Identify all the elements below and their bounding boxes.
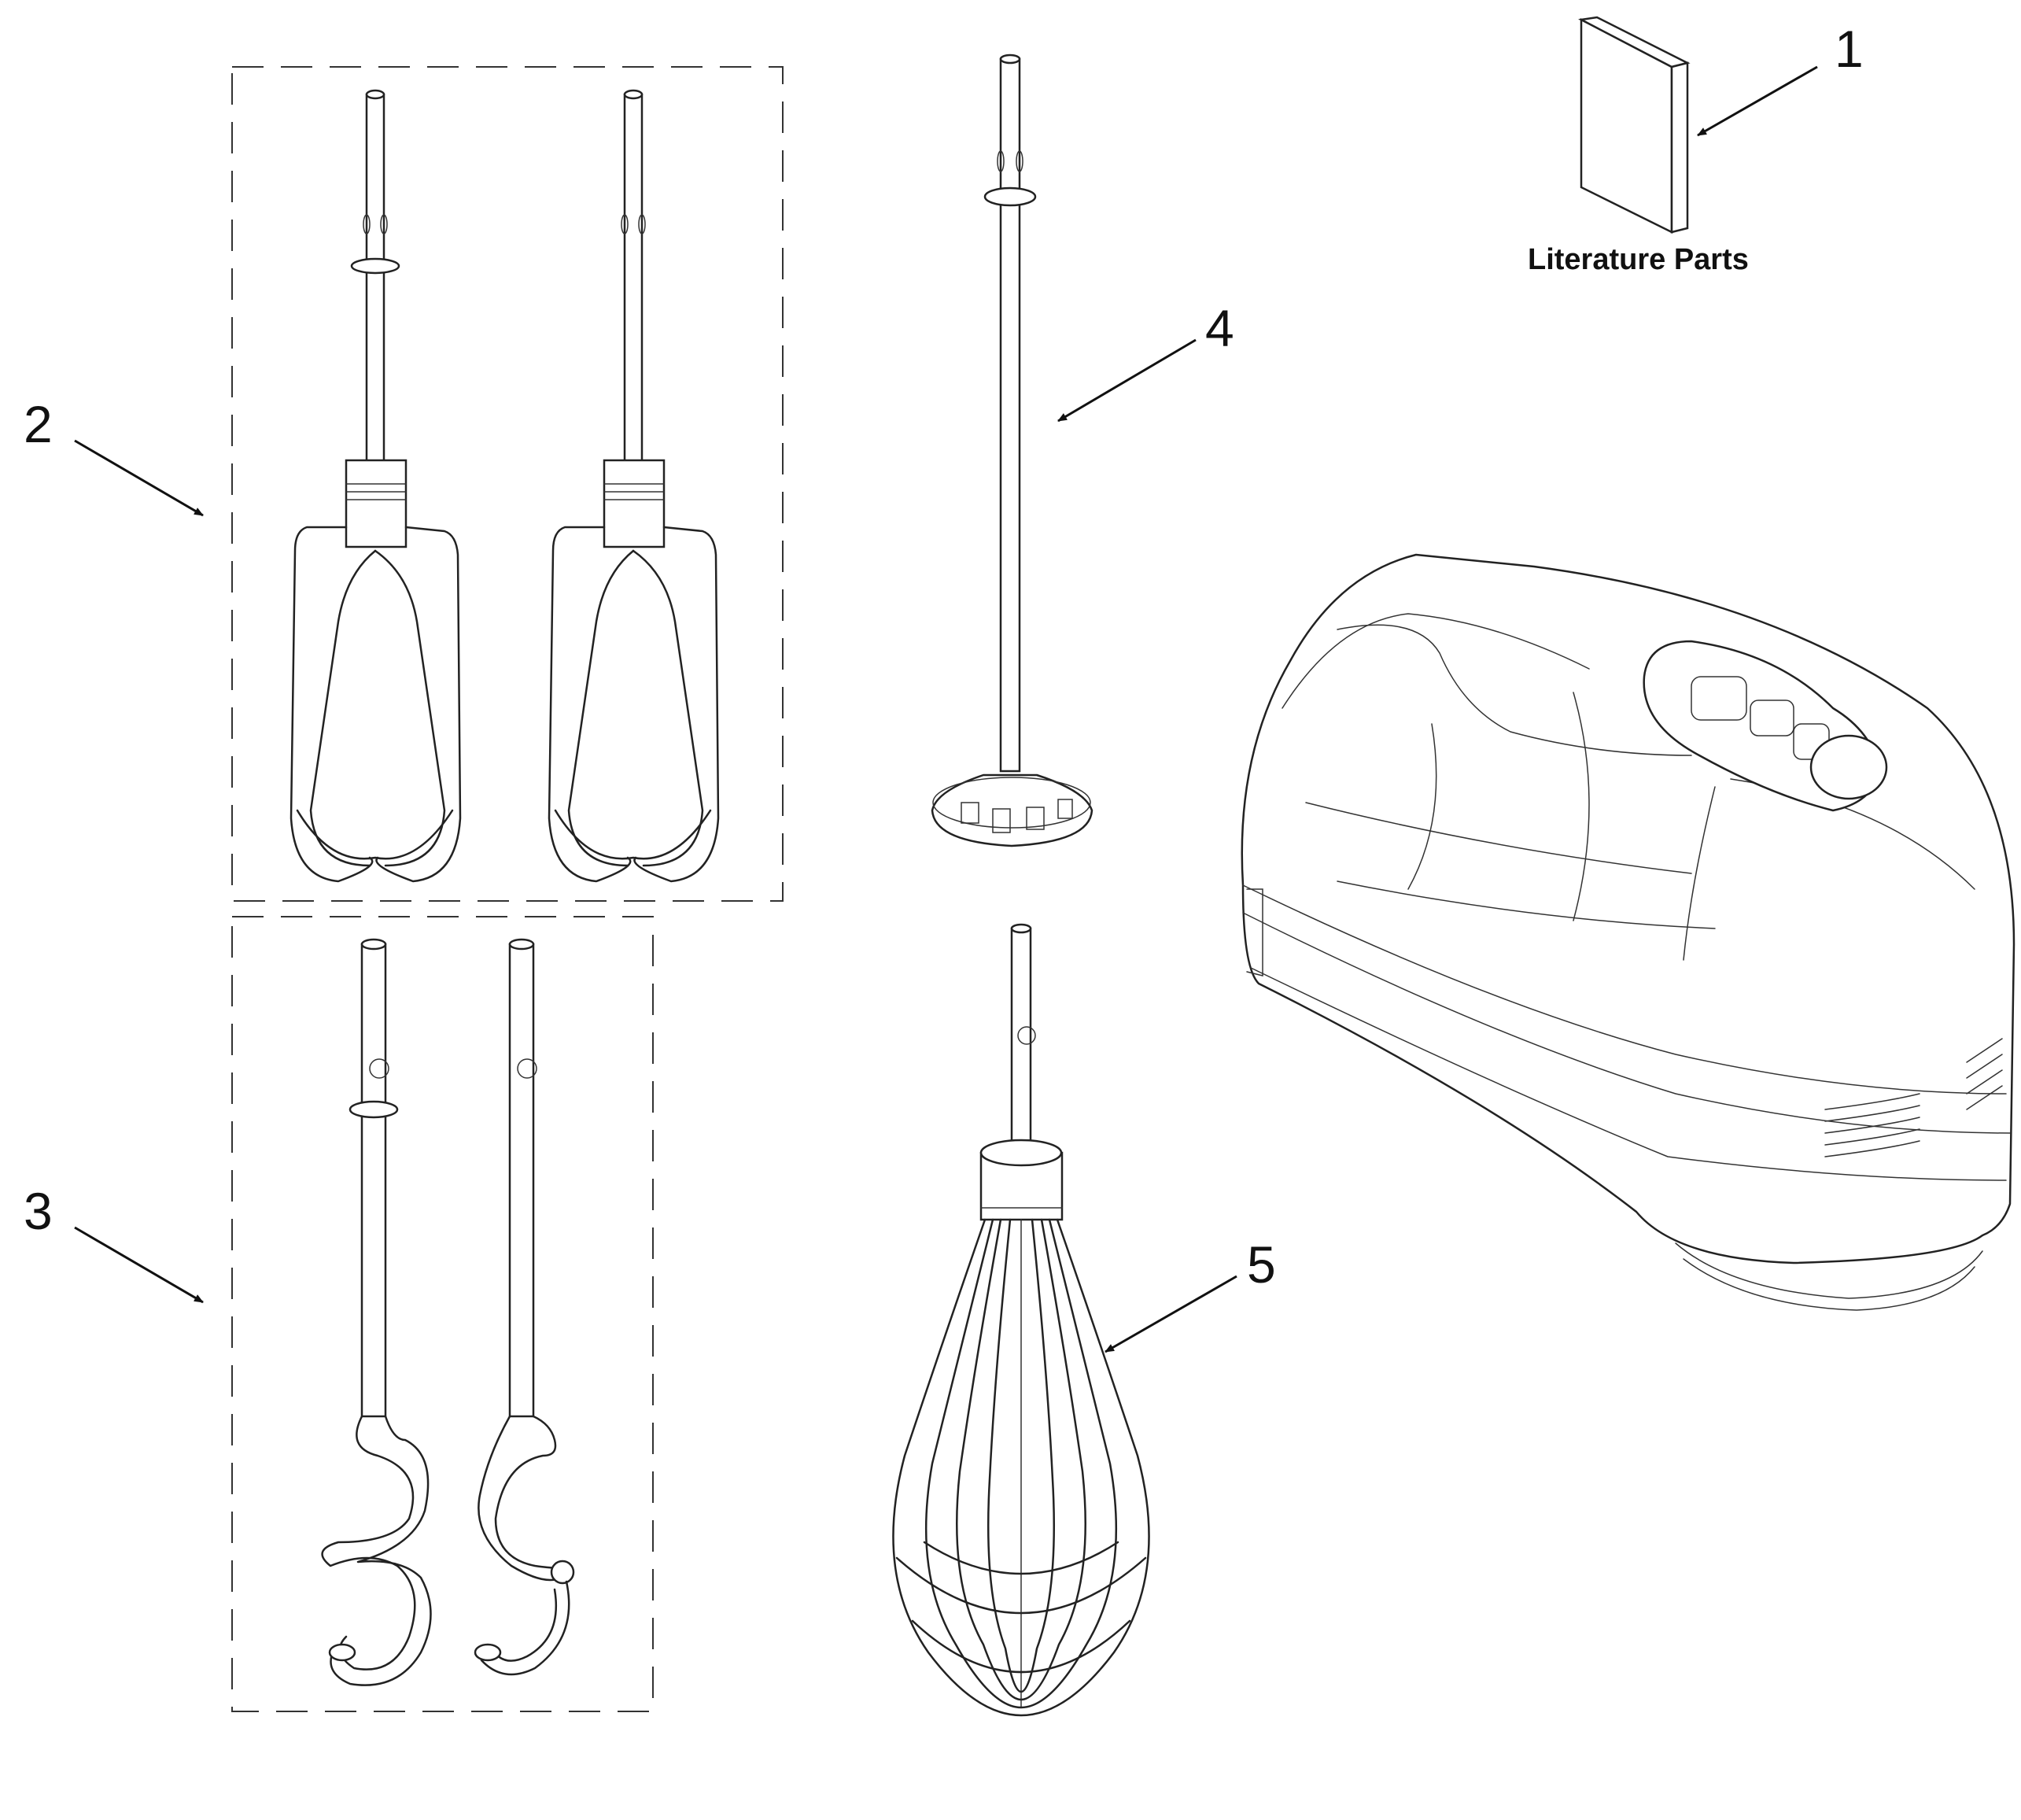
dough-hook-left [321, 938, 432, 1686]
hand-mixer-body [1241, 553, 2015, 1311]
callout-2-label: 2 [24, 395, 53, 453]
callout-5-label: 5 [1247, 1235, 1276, 1294]
literature-parts-caption: Literature Parts [1528, 243, 1749, 276]
callout-4-label: 4 [1205, 299, 1234, 357]
callout-2-arrow [74, 439, 204, 517]
wire-whisk [892, 923, 1150, 1717]
callout-3-arrow [74, 1226, 204, 1304]
callout-3-label: 3 [24, 1182, 53, 1240]
callout-1-arrow [1697, 65, 1818, 137]
beater-left [290, 89, 462, 883]
literature-booklet [1578, 16, 1691, 234]
callout-1-label: 1 [1835, 20, 1864, 78]
dough-hook-right [474, 938, 575, 1676]
beater-right [548, 89, 720, 883]
dough-hooks-group-box [231, 916, 654, 1712]
beaters-group-box [231, 66, 784, 902]
callout-4-arrow [1057, 338, 1197, 423]
blending-rod [931, 54, 1093, 847]
callout-5-arrow [1105, 1275, 1237, 1353]
